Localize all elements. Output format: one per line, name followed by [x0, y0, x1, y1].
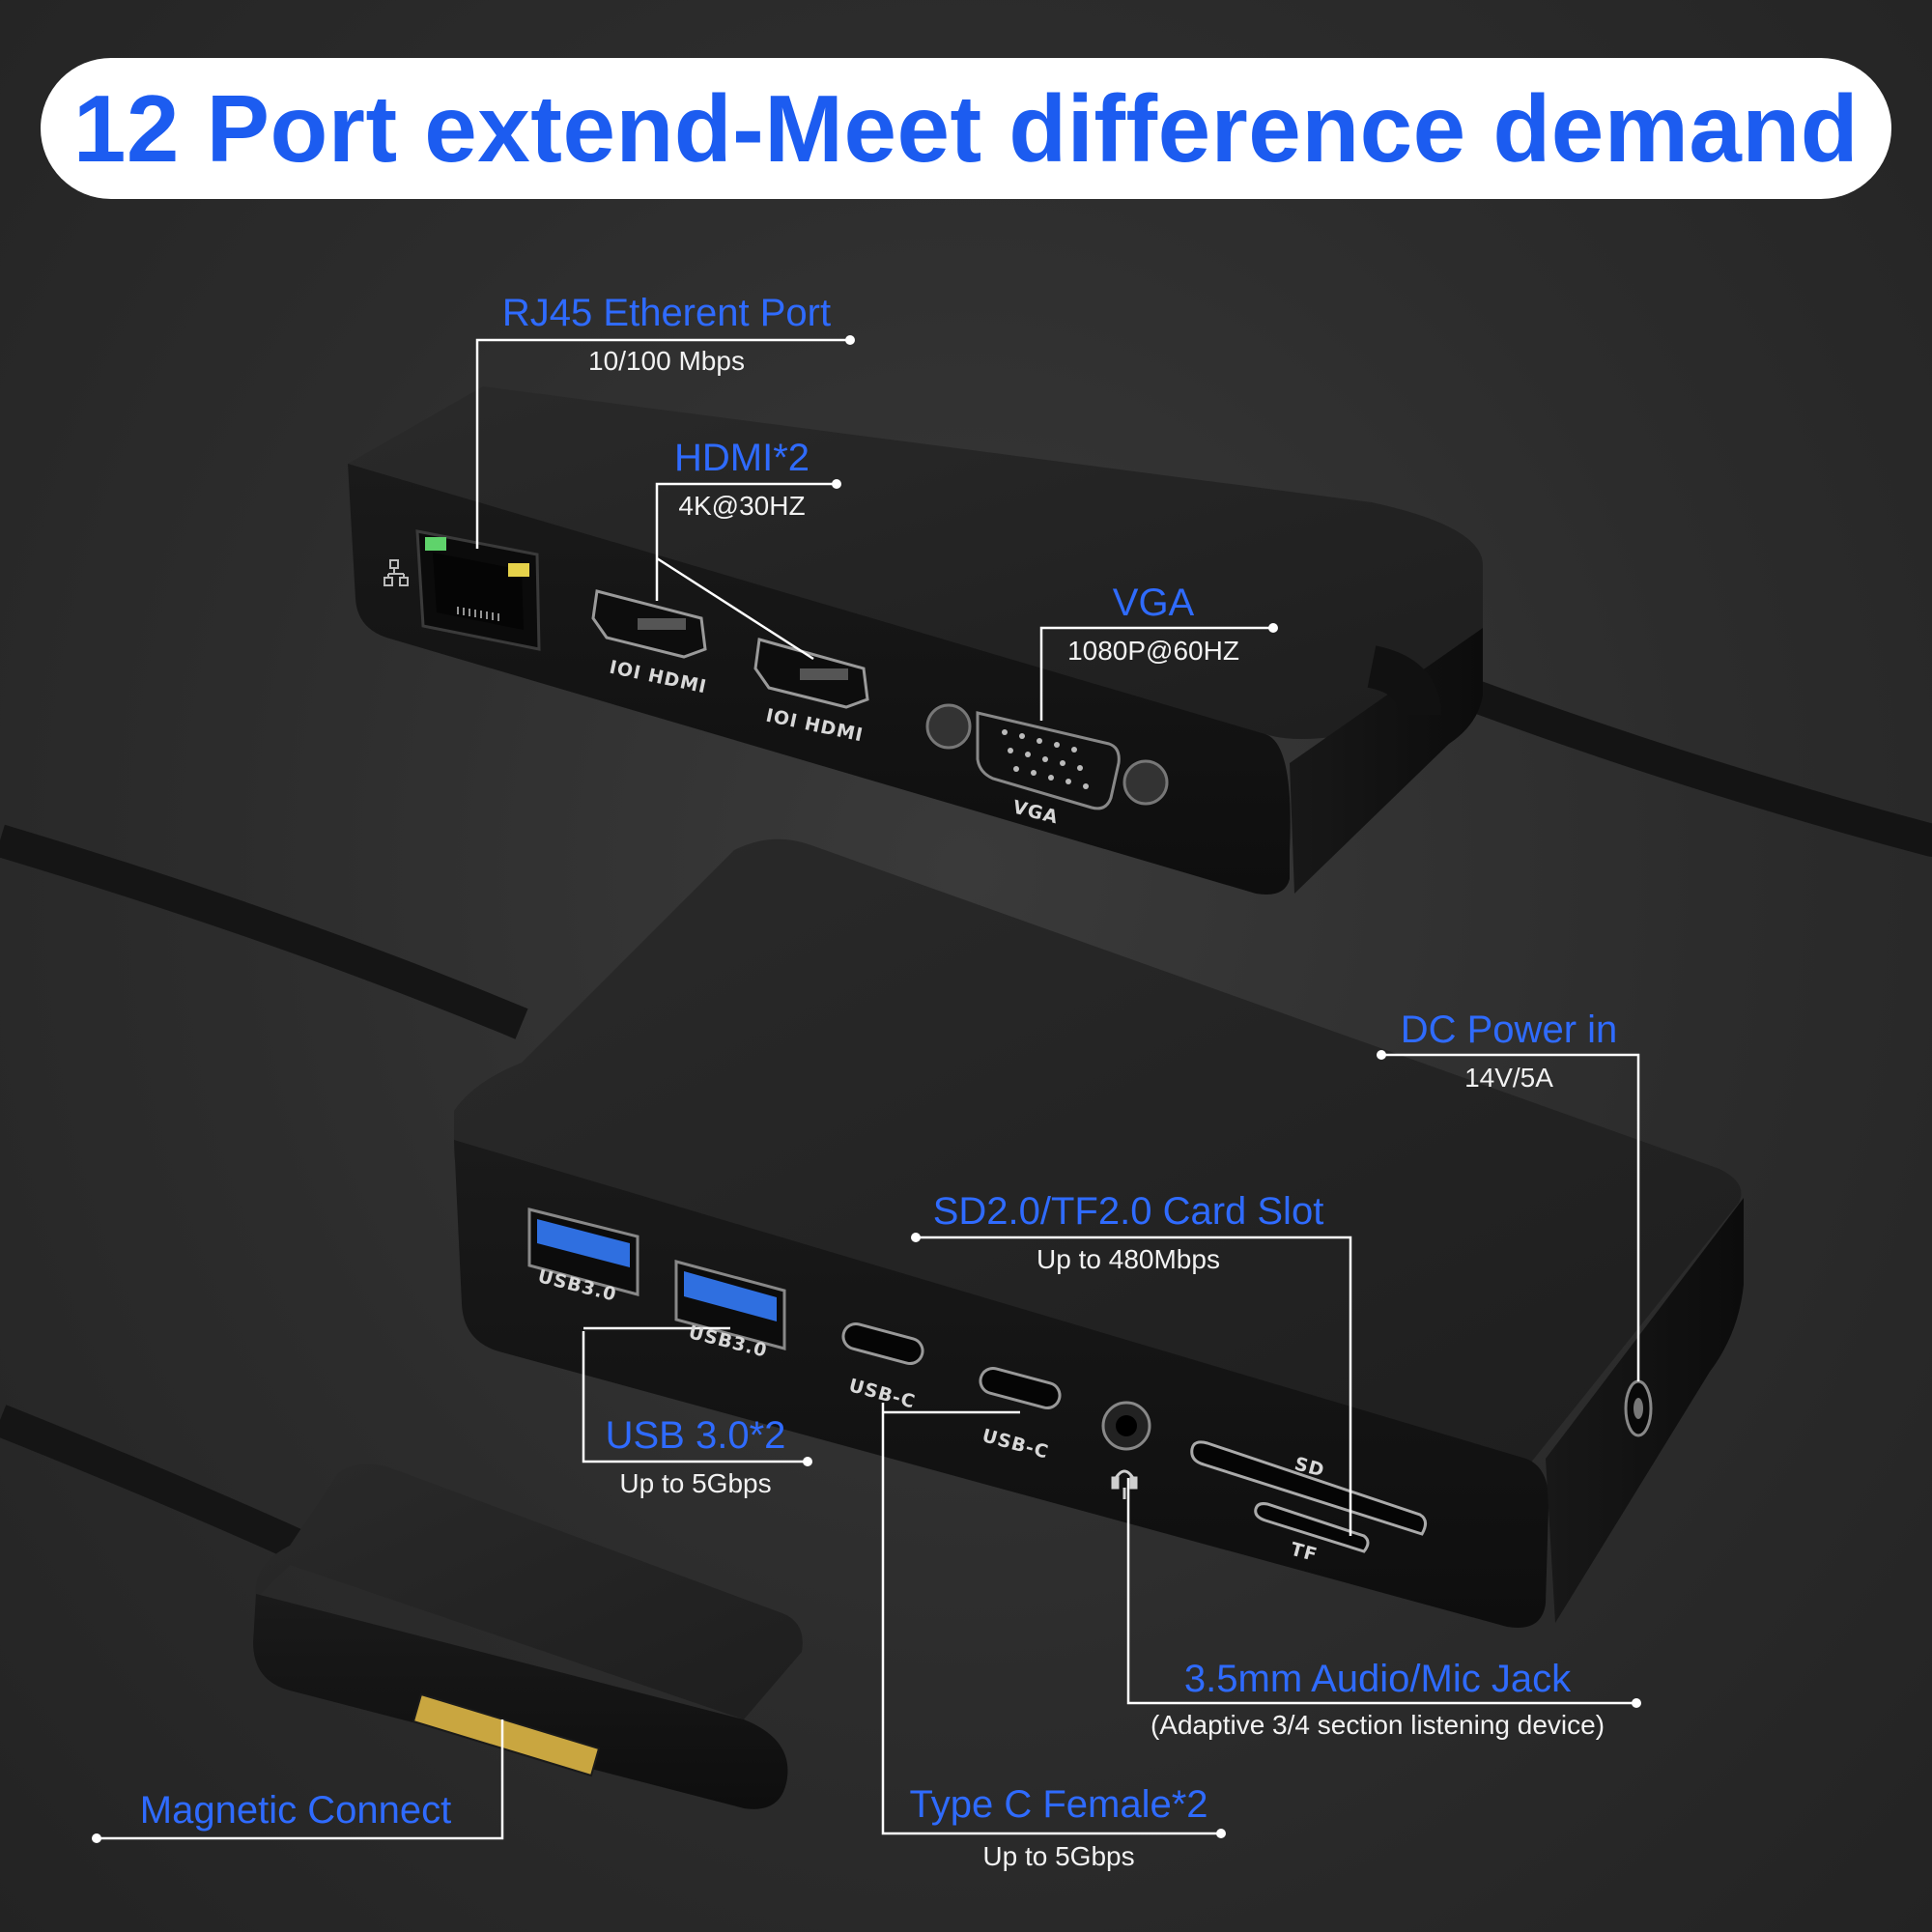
tf-card-slot[interactable] — [1254, 1502, 1370, 1553]
dc-callout-sub: 14V/5A — [1464, 1063, 1553, 1093]
magnetic-callout-title: Magnetic Connect — [139, 1789, 452, 1832]
line-typec — [881, 1403, 1221, 1835]
rj45-callout-title: RJ45 Etherent Port — [501, 292, 832, 334]
magnetic-cable — [0, 1405, 327, 1571]
magnetic-connector-pins[interactable] — [412, 1692, 601, 1777]
usbc-port-2[interactable] — [978, 1366, 1063, 1411]
vga-callout-sub: 1080P@60HZ — [1067, 636, 1239, 666]
audio-callout-title: 3.5mm Audio/Mic Jack — [1183, 1658, 1572, 1700]
rj45-port[interactable] — [415, 529, 541, 651]
audio-callout-sub: (Adaptive 3/4 section listening device) — [1150, 1710, 1605, 1740]
callout-lines — [97, 338, 1640, 1840]
line-hdmi — [655, 482, 837, 661]
headset-mic-icon — [1111, 1469, 1138, 1499]
hdmi-port-1[interactable] — [591, 589, 707, 659]
usb3-callout-sub: Up to 5Gbps — [619, 1468, 772, 1498]
dc-power-jack[interactable] — [1624, 1379, 1653, 1437]
audio-jack[interactable] — [1101, 1401, 1151, 1451]
headline-title: 12 Port extend-Meet difference demand — [72, 74, 1860, 182]
line-vga — [1039, 626, 1273, 721]
vga-callout-title: VGA — [1112, 582, 1195, 624]
rj45-callout-sub: 10/100 Mbps — [588, 346, 745, 376]
typec-callout-sub: Up to 5Gbps — [982, 1841, 1135, 1871]
vga-port[interactable] — [925, 703, 1169, 810]
usb3-callout-title: USB 3.0*2 — [605, 1414, 786, 1457]
rj45-led-yellow — [508, 563, 529, 577]
line-dc — [1381, 1053, 1640, 1381]
line-audio — [1126, 1478, 1636, 1705]
usb3-port-2[interactable] — [674, 1260, 786, 1350]
network-icon — [384, 559, 409, 586]
upper-hub — [348, 386, 1483, 895]
sd-callout-sub: Up to 480Mbps — [1037, 1244, 1220, 1274]
lower-hub — [453, 838, 1744, 1628]
callout-line-ends — [92, 335, 1641, 1843]
line-sd — [916, 1236, 1352, 1536]
hdmi-port-2[interactable] — [753, 638, 869, 709]
usb3-port-1[interactable] — [527, 1208, 639, 1296]
sd-callout-title: SD2.0/TF2.0 Card Slot — [932, 1190, 1324, 1233]
line-rj45 — [475, 338, 850, 549]
line-usb3 — [582, 1326, 808, 1463]
rj45-led-green — [425, 537, 446, 551]
typec-callout-title: Type C Female*2 — [909, 1783, 1208, 1826]
line-magnetic — [97, 1719, 504, 1840]
lower-hub-cable — [0, 824, 528, 1039]
sd-card-slot[interactable] — [1190, 1440, 1427, 1536]
usbc-port-1[interactable] — [840, 1321, 925, 1367]
headline-banner: 12 Port extend-Meet difference demand — [41, 58, 1891, 199]
magnetic-connector — [253, 1463, 803, 1809]
hdmi-callout-title: HDMI*2 — [673, 437, 810, 479]
hdmi-callout-sub: 4K@30HZ — [678, 491, 806, 521]
dc-callout-title: DC Power in — [1400, 1009, 1618, 1051]
